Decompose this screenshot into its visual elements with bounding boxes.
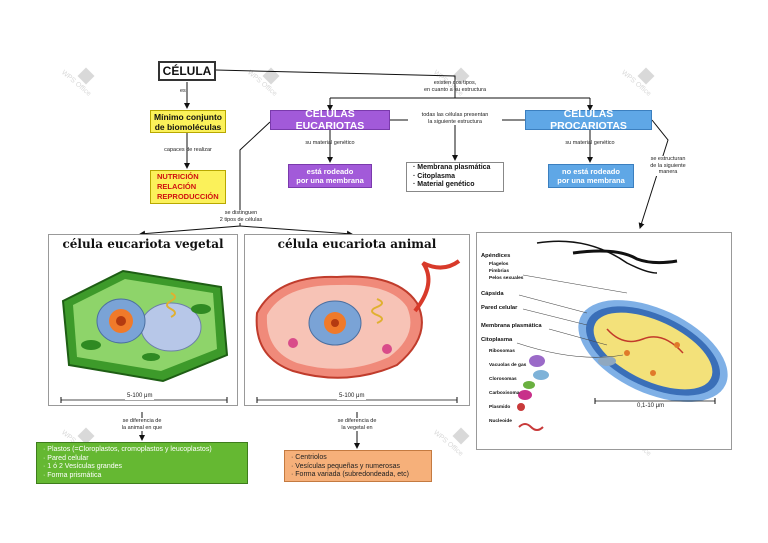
bacterium-illustration — [516, 240, 728, 431]
root-node: CÉLULA — [158, 61, 216, 81]
label-pelos: Pelos sexuales — [489, 276, 524, 281]
vegetal-differences-list: Plastos (=Cloroplastos, cromoplastos y l… — [36, 442, 248, 484]
procariotas-node: CÉLULAS PROCARIOTAS — [525, 108, 652, 132]
funciones-node: NUTRICIÓN RELACIÓN REPRODUCCIÓN — [150, 170, 226, 204]
procariota-panel: Apéndices Flagelos Fimbrias Pelos sexual… — [476, 232, 732, 450]
label-vacuolas: Vacuolas de gas — [489, 363, 527, 368]
label-apendices: Apéndices — [481, 253, 511, 259]
animal-scale-bar — [256, 397, 458, 403]
animal-differences-list: Centriolos Vesículas pequeñas y numerosa… — [284, 450, 432, 482]
vegetal-scale-label: 5-100 μm — [125, 393, 155, 400]
label-citoplasma: Citoplasma — [481, 337, 513, 343]
label-nucleoide: Nucleoide — [489, 419, 512, 424]
vegetal-scale-bar — [60, 397, 228, 403]
label-plasmido: Plasmido — [489, 405, 511, 410]
label-flagelos: Flagelos — [489, 262, 509, 267]
connector-es: es — [180, 88, 186, 94]
connector-capaces: capaces de realizar — [164, 147, 212, 153]
connector-material-euc: su material genético — [305, 140, 355, 146]
eucariotas-node: CÉLULAS EUCARIOTAS — [270, 108, 390, 132]
animal-scale-label: 5-100 μm — [337, 393, 367, 400]
vegetal-title: célula eucariota vegetal — [62, 237, 224, 251]
animal-cell-illustration — [255, 259, 461, 379]
procariota-scale-label: 0,1-10 μm — [637, 403, 665, 409]
comun-structure-node: Membrana plasmática Citoplasma Material … — [406, 162, 504, 192]
plant-cell-illustration — [61, 269, 229, 383]
label-pared: Pared celular — [481, 305, 518, 311]
label-ribosomas: Ribosomas — [489, 349, 515, 354]
label-clorosomas: Clorosomas — [489, 377, 517, 382]
connector-tipos: existen dos tipos,en cuanto a su estruct… — [423, 80, 487, 93]
vegetal-panel: célula eucariota vegetal 5-100 μm — [48, 234, 238, 406]
label-fimbrias: Fimbrias — [489, 269, 509, 274]
animal-title: célula eucariota animal — [277, 237, 437, 251]
connector-material-pro: su material genético — [565, 140, 615, 146]
animal-panel: célula eucariota animal 5-100 μm — [244, 234, 470, 406]
label-capsida: Cápsida — [481, 291, 504, 297]
label-carboxisoma: Carboxisoma — [489, 391, 520, 396]
label-membrana: Membrana plasmática — [481, 323, 542, 329]
